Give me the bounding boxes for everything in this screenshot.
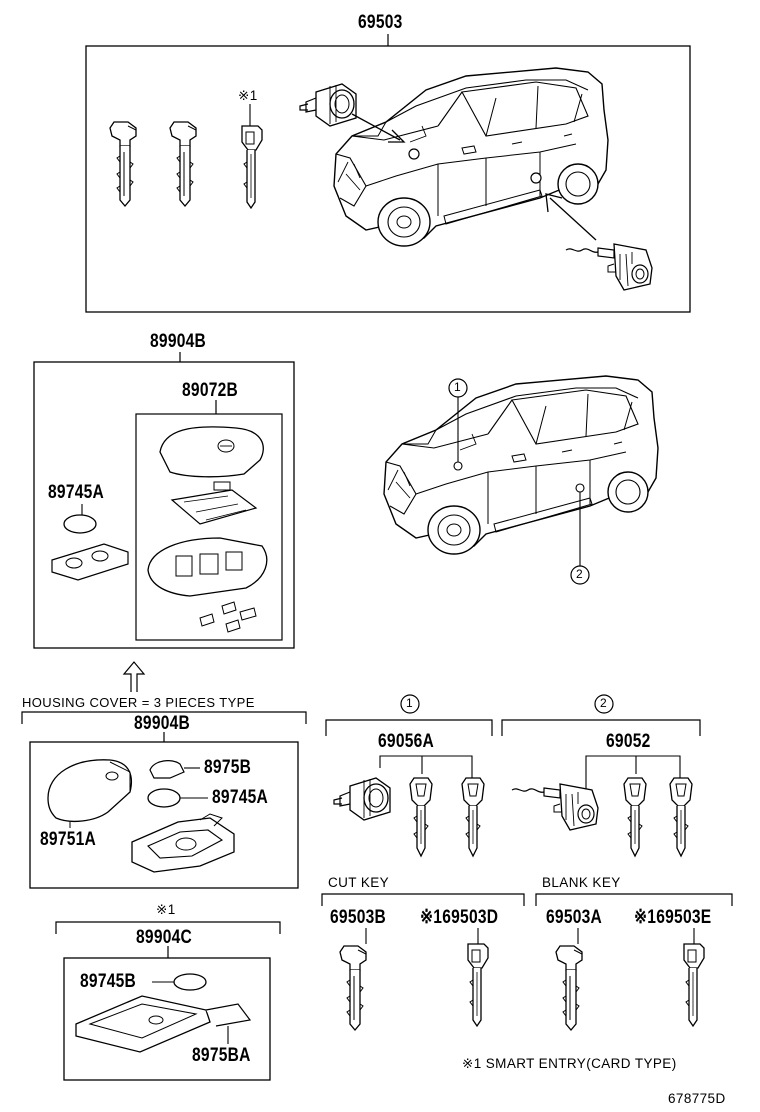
- vehicle-callout-illustration: [383, 375, 659, 585]
- vehicle-illustration-mid: [383, 375, 659, 555]
- set-69052: [501, 694, 701, 857]
- smart-key-2: [169, 121, 197, 207]
- part-number-89904B-top: 89904B: [150, 331, 207, 352]
- part-number-69503: 69503: [358, 12, 403, 33]
- part-number-8975BA: 8975BA: [192, 1045, 251, 1066]
- smart-key-1: [109, 121, 137, 207]
- footnote-smart-entry: ※1 SMART ENTRY(CARD TYPE): [462, 1056, 677, 1071]
- part-number-89745A-mid: 89745A: [212, 787, 269, 808]
- blank-key-heading: BLANK KEY: [542, 875, 621, 890]
- key-group2-b: [669, 777, 693, 857]
- group-1-callout-label: 1: [406, 696, 414, 710]
- diagram-id: 678775D: [668, 1091, 726, 1106]
- part-number-69503A: 69503A: [546, 907, 603, 928]
- part-number-89745B: 89745B: [80, 971, 137, 992]
- part-number-89072B: 89072B: [182, 380, 239, 401]
- part-number-89745A-top: 89745A: [48, 482, 105, 503]
- smart-entry-mark: ※1: [156, 902, 176, 917]
- part-number-69503E: ※169503E: [634, 907, 712, 928]
- cut-key-heading: CUT KEY: [328, 875, 390, 890]
- key-group1-a: [409, 777, 433, 857]
- part-number-89751A: 89751A: [40, 829, 97, 850]
- part-number-89904C: 89904C: [136, 927, 193, 948]
- card-key: [241, 125, 263, 209]
- door-lock-cylinder-top: [565, 243, 653, 291]
- blank-key-69503E: [683, 943, 705, 1027]
- part-number-69503D: ※169503D: [420, 907, 499, 928]
- part-number-69503B: 69503B: [330, 907, 387, 928]
- assembly-89904B-three-piece: [21, 711, 307, 889]
- callout-2-label: 2: [576, 567, 584, 581]
- blank-key-69503A: [555, 945, 583, 1031]
- part-number-69052: 69052: [606, 731, 651, 752]
- cut-key-69503D: [467, 943, 489, 1027]
- group-2-callout-label: 2: [600, 696, 608, 710]
- assembly-89904B-top: [33, 352, 295, 692]
- part-number-89904B-mid: 89904B: [134, 713, 191, 734]
- set-69056A: [325, 694, 493, 857]
- part-number-8975B: 8975B: [204, 757, 252, 778]
- ignition-cylinder: [299, 83, 357, 127]
- cut-blank-keys: [321, 893, 733, 1031]
- cut-key-69503B: [339, 945, 367, 1031]
- callout-1-label: 1: [454, 380, 462, 394]
- key-group2-a: [623, 777, 647, 857]
- assembly-69503: [85, 34, 691, 313]
- vehicle-illustration-top: [333, 67, 609, 247]
- card-key-mark: ※1: [238, 88, 258, 103]
- assembly-89904C: [55, 921, 281, 1081]
- door-lock-cylinder-set: [511, 783, 599, 831]
- housing-cover-note: HOUSING COVER = 3 PIECES TYPE: [22, 695, 255, 710]
- ignition-cylinder-set: [333, 777, 391, 821]
- key-group1-b: [461, 777, 485, 857]
- part-number-69056A: 69056A: [378, 731, 435, 752]
